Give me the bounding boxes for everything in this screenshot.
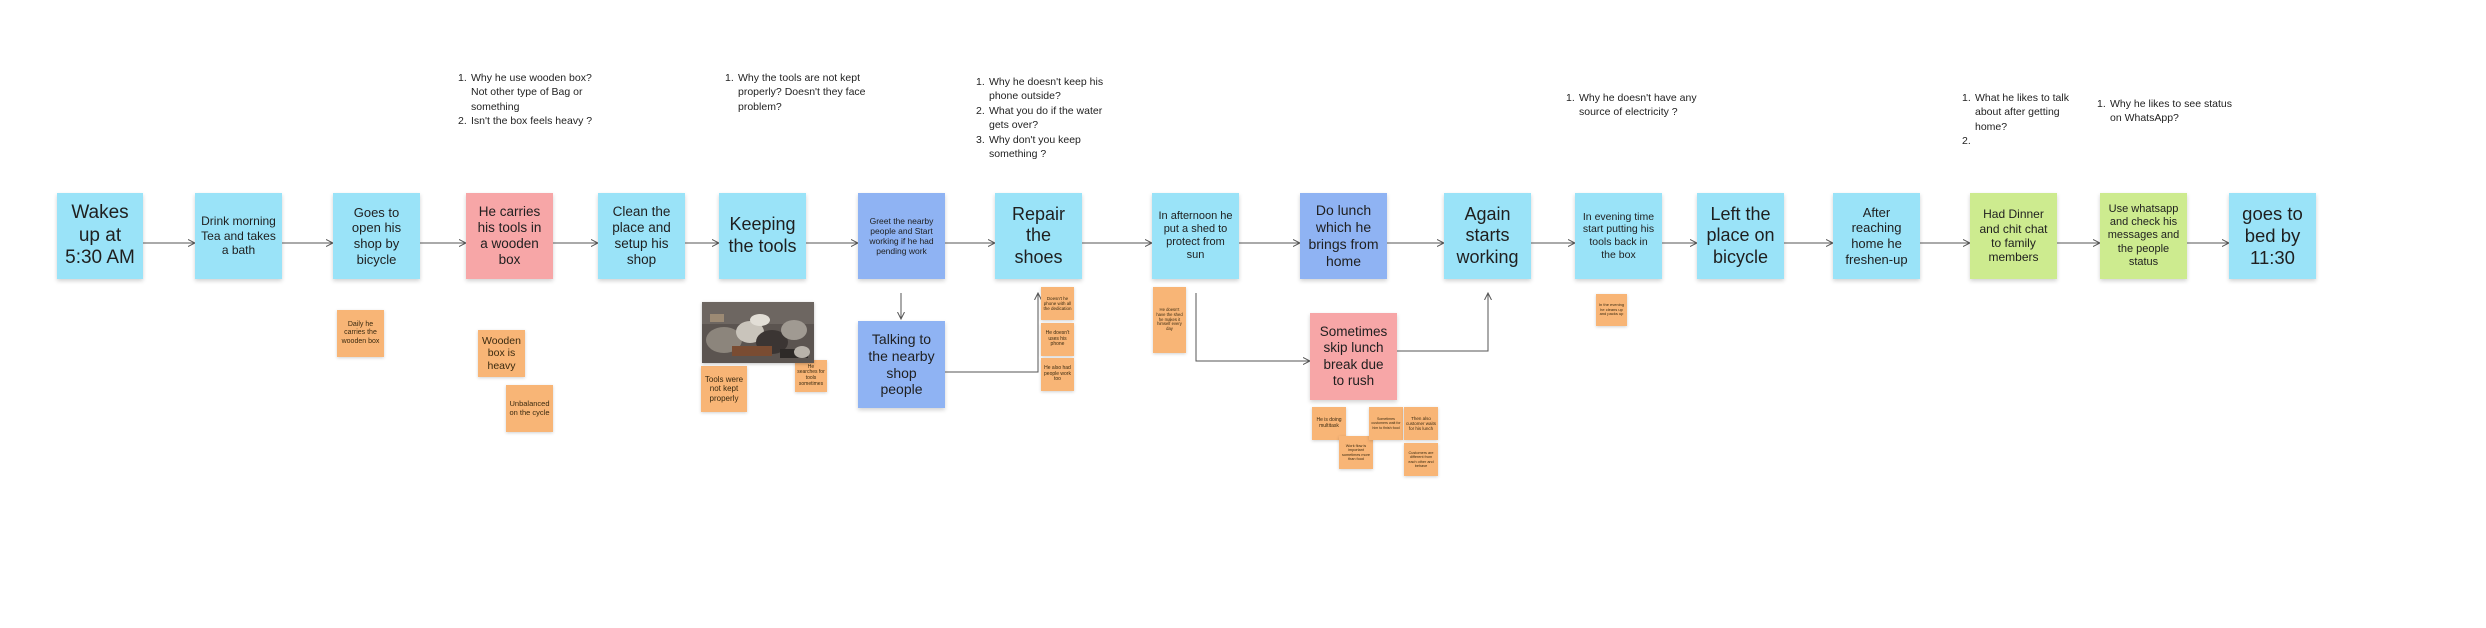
arrow-skip-lunch-to-again	[1397, 293, 1488, 352]
question-text: Why don't you keep something ?	[989, 133, 1081, 161]
question-text: What you do if the water gets over?	[989, 104, 1103, 132]
note-lunch-3[interactable]: Sometimes customers wait for him to fini…	[1369, 407, 1403, 440]
note-evening-1[interactable]: In the evening he cleans up and packs up	[1596, 294, 1627, 326]
step-talking[interactable]: Talking to the nearby shop people	[858, 321, 945, 408]
question-number: 3.	[976, 133, 985, 146]
step-greet[interactable]: Greet the nearby people and Start workin…	[858, 193, 945, 279]
step-again[interactable]: Again starts working	[1444, 193, 1531, 279]
step-dinner[interactable]: Had Dinner and chit chat to family membe…	[1970, 193, 2057, 279]
note-repair-2[interactable]: He doesn't uses his phone	[1041, 323, 1074, 356]
note-lunch-1[interactable]: He is doing multitask	[1312, 407, 1346, 440]
question-item: 3. Why don't you keep something ?	[976, 133, 1116, 162]
note-lunch-4[interactable]: Then also customer waits for his lunch	[1404, 407, 1438, 440]
questions-repair: 1. Why he doesn't keep his phone outside?…	[976, 75, 1116, 162]
question-text: Why he likes to see status on WhatsApp?	[2110, 98, 2232, 125]
note-repair-3[interactable]: He also had people work too	[1041, 358, 1074, 391]
questions-electricity: 1. Why he doesn't have any source of elec…	[1566, 91, 1716, 120]
question-text: Why the tools are not kept properly? Doe…	[738, 72, 866, 113]
step-evening[interactable]: In evening time start putting his tools …	[1575, 193, 1662, 279]
questions-status: 1. Why he likes to see status on WhatsApp…	[2097, 97, 2237, 126]
note-box-heavy[interactable]: Wooden box is heavy	[478, 330, 525, 377]
question-item: 1. Why he likes to see status on WhatsApp…	[2097, 97, 2237, 126]
note-lunch-5[interactable]: Customers are different from each other …	[1404, 443, 1438, 476]
question-number: 2.	[976, 104, 985, 117]
step-bed[interactable]: goes to bed by 11:30	[2229, 193, 2316, 279]
question-text: Why he doesn't keep his phone outside?	[989, 76, 1104, 103]
note-shed-1[interactable]: He doesn't have the shed he makes it him…	[1153, 287, 1186, 353]
step-clean[interactable]: Clean the place and setup his shop	[598, 193, 685, 279]
note-tools-not-kept[interactable]: Tools were not kept properly	[701, 366, 747, 412]
step-repair[interactable]: Repair the shoes	[995, 193, 1082, 279]
note-searches-tools[interactable]: He searches for tools sometimes	[795, 360, 827, 392]
note-lunch-2[interactable]: Work flow is important sometimes more th…	[1339, 436, 1373, 469]
question-item: 1. Why the tools are not kept properly? D…	[725, 71, 875, 114]
questions-wooden-box: 1. Why he use wooden box? Not other type …	[458, 71, 608, 129]
step-lunch[interactable]: Do lunch which he brings from home	[1300, 193, 1387, 279]
question-text: Isn't the box feels heavy ?	[471, 115, 593, 128]
arrow-shed-to-skip-lunch	[1195, 293, 1310, 361]
note-daily-carries[interactable]: Daily he carries the wooden box	[337, 310, 384, 357]
question-item: 2. What you do if the water gets over?	[976, 104, 1116, 133]
question-number: 1.	[725, 72, 734, 84]
arrow-talking-to-repair	[945, 293, 1038, 373]
tools-photo	[702, 302, 814, 363]
question-item: 1. Why he use wooden box? Not other type …	[458, 71, 608, 114]
step-shed[interactable]: In afternoon he put a shed to protect fr…	[1152, 193, 1239, 279]
questions-dinner: 1. What he likes to talk about after gett…	[1962, 91, 2087, 147]
step-goes-shop[interactable]: Goes to open his shop by bicycle	[333, 193, 420, 279]
step-carries-tools[interactable]: He carries his tools in a wooden box	[466, 193, 553, 279]
note-unbalanced[interactable]: Unbalanced on the cycle	[506, 385, 553, 432]
question-number: 2.	[458, 115, 467, 128]
question-text: Why he use wooden box? Not other type of…	[471, 72, 592, 113]
tools-photo-image	[702, 302, 814, 363]
question-text: What he likes to talk about after gettin…	[1975, 92, 2069, 133]
question-number: 1.	[1566, 92, 1575, 104]
step-keeping-tools[interactable]: Keeping the tools	[719, 193, 806, 279]
question-number: 1.	[976, 76, 985, 88]
step-after[interactable]: After reaching home he freshen-up	[1833, 193, 1920, 279]
questions-tools: 1. Why the tools are not kept properly? D…	[725, 71, 875, 114]
step-skip-lunch[interactable]: Sometimes skip lunch break due to rush	[1310, 313, 1397, 400]
question-item: 1. Why he doesn't keep his phone outside?	[976, 75, 1116, 104]
step-left[interactable]: Left the place on bicycle	[1697, 193, 1784, 279]
question-item: 1. What he likes to talk about after gett…	[1962, 91, 2087, 134]
question-number: 1.	[458, 72, 467, 84]
question-text: Why he doesn't have any source of electr…	[1579, 92, 1697, 119]
question-number: 1.	[1962, 92, 1971, 104]
question-item: 2. Isn't the box feels heavy ?	[458, 114, 608, 128]
question-number: 2.	[1962, 135, 1971, 148]
question-number: 1.	[2097, 98, 2106, 110]
note-repair-1[interactable]: Doesn't he phone with all the dedication	[1041, 287, 1074, 320]
step-whatsapp[interactable]: Use whatsapp and check his messages and …	[2100, 193, 2187, 279]
question-item: 1. Why he doesn't have any source of elec…	[1566, 91, 1716, 120]
step-wake[interactable]: Wakes up at 5:30 AM	[57, 193, 143, 279]
step-drink[interactable]: Drink morning Tea and takes a bath	[195, 193, 282, 279]
